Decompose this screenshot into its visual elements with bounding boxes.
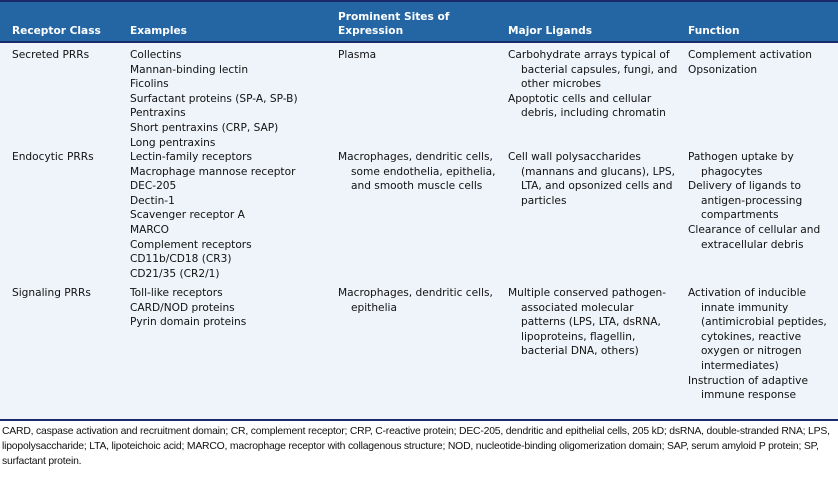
header-function: Function [688, 25, 740, 37]
example-item: Surfactant proteins (SP-A, SP-B) [130, 92, 298, 105]
receptor-class: Endocytic PRRs [12, 151, 94, 163]
site-cell: Macrophages, dendritic cells, some endot… [338, 150, 503, 194]
example-item: Short pentraxins (CRP, SAP) [130, 121, 279, 134]
header-examples: Examples [130, 25, 187, 37]
example-item: Mannan-binding lectin [130, 63, 249, 76]
function-cell: Activation of inducible innate immunity … [688, 286, 838, 403]
function-item: Delivery of ligands to antigen-processin… [688, 180, 803, 222]
site-item: Plasma [338, 49, 377, 61]
function-item: Complement activation [688, 49, 812, 61]
table-header: Receptor Class Examples Prominent Sites … [0, 2, 838, 43]
header-sites: Prominent Sites of Expression [338, 11, 450, 37]
ligand-item: Cell wall polysaccharides (mannans and g… [508, 151, 675, 207]
example-item: CD11b/CD18 (CR3) [130, 253, 232, 266]
receptor-class: Signaling PRRs [12, 287, 91, 299]
header-ligands: Major Ligands [508, 25, 593, 37]
example-item: Collectins [130, 49, 182, 61]
example-item: Pentraxins [130, 107, 186, 120]
function-item: Pathogen uptake by phagocytes [688, 151, 794, 178]
function-item: Clearance of cellular and extracellular … [688, 223, 821, 251]
ligand-item: Apoptotic cells and cellular debris, inc… [508, 92, 666, 120]
ligand-cell: Carbohydrate arrays typical of bacterial… [508, 48, 678, 121]
ligand-cell: Cell wall polysaccharides (mannans and g… [508, 150, 678, 208]
site-item: Macrophages, dendritic cells, epithelia [338, 287, 493, 314]
ligand-cell: Multiple conserved pathogen-associated m… [508, 286, 678, 359]
example-item: Complement receptors [130, 238, 252, 251]
footnote: CARD, caspase activation and recruitment… [2, 426, 830, 467]
header-receptor-class: Receptor Class [12, 25, 101, 37]
example-item: Long pentraxins [130, 136, 216, 149]
example-item: MARCO [130, 223, 169, 236]
example-item: Dectin-1 [130, 194, 175, 207]
site-item: Macrophages, dendritic cells, some endot… [338, 151, 496, 193]
example-item: Pyrin domain proteins [130, 316, 247, 329]
site-cell: Macrophages, dendritic cells, epithelia [338, 286, 503, 315]
example-item: CD21/35 (CR2/1) [130, 267, 220, 280]
function-item: Instruction of adaptive immune response [688, 374, 808, 402]
example-item: Macrophage mannose receptor [130, 165, 296, 178]
receptor-class: Secreted PRRs [12, 49, 90, 61]
receptor-table: Receptor Class Examples Prominent Sites … [0, 0, 838, 421]
function-item: Opsonization [688, 63, 758, 76]
example-item: Scavenger receptor A [130, 209, 245, 222]
example-item: CARD/NOD proteins [130, 301, 235, 314]
site-cell: Plasma [338, 48, 503, 63]
ligand-item: Carbohydrate arrays typical of bacterial… [508, 49, 678, 91]
example-item: DEC-205 [130, 180, 177, 193]
function-item: Activation of inducible innate immunity … [688, 287, 827, 372]
example-item: Toll-like receptors [130, 287, 223, 299]
ligand-item: Multiple conserved pathogen-associated m… [508, 287, 667, 358]
example-item: Ficolins [130, 78, 169, 91]
example-item: Lectin-family receptors [130, 151, 252, 163]
